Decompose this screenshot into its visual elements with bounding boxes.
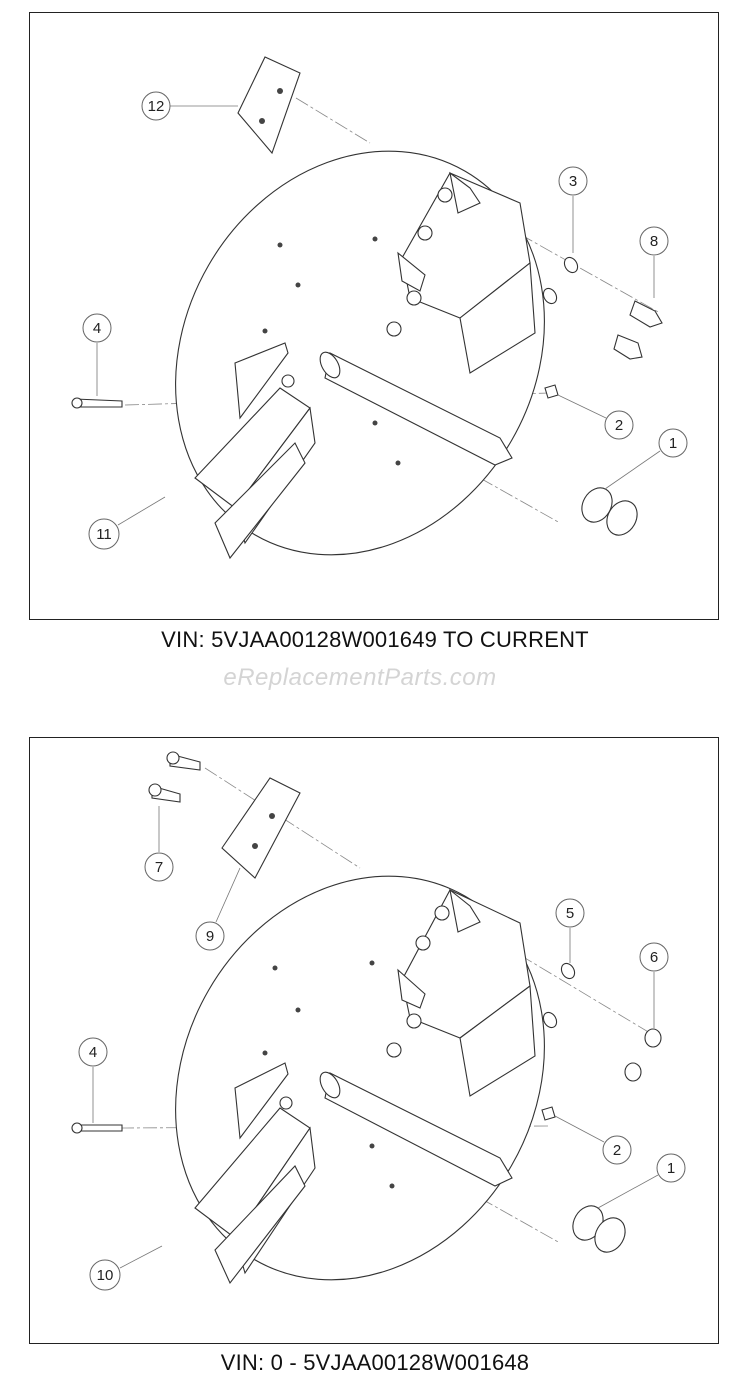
callout-1: 1 xyxy=(604,428,688,490)
hole xyxy=(372,420,378,426)
callout-3: 3 xyxy=(558,166,588,253)
exploded-view-bottom: 7 9 5 6 4 2 1 xyxy=(71,751,686,1291)
callout-2: 2 xyxy=(557,394,634,440)
blade-slot xyxy=(234,1062,289,1140)
bolt-head xyxy=(417,225,433,241)
callout-2: 2 xyxy=(554,1115,632,1165)
svg-text:11: 11 xyxy=(96,526,112,543)
svg-text:12: 12 xyxy=(148,98,165,115)
callout-8: 8 xyxy=(639,226,669,298)
hole xyxy=(389,1183,395,1189)
washer xyxy=(542,1011,558,1029)
caption-bottom: VIN: 0 - 5VJAA00128W001648 xyxy=(220,1350,530,1375)
hole xyxy=(369,960,375,966)
pin xyxy=(279,1096,293,1110)
set-screw xyxy=(544,384,559,399)
retaining-ring xyxy=(594,1217,626,1253)
bolt xyxy=(629,300,663,328)
bolt-head xyxy=(71,1122,83,1134)
caption-top: VIN: 5VJAA00128W001649 TO CURRENT xyxy=(161,627,589,652)
hole xyxy=(262,328,268,334)
washer xyxy=(563,256,579,274)
hole xyxy=(295,1007,301,1013)
callout-6: 6 xyxy=(639,942,669,1028)
hole xyxy=(369,1143,375,1149)
hole xyxy=(372,236,378,242)
hole xyxy=(277,88,283,94)
svg-text:6: 6 xyxy=(650,949,658,966)
hole xyxy=(395,460,401,466)
svg-text:9: 9 xyxy=(206,928,214,945)
shaft-end xyxy=(319,1071,341,1099)
lower-blade-rear xyxy=(214,1165,306,1285)
hole xyxy=(277,242,283,248)
svg-text:4: 4 xyxy=(93,320,101,337)
bracket-fin xyxy=(397,968,426,1009)
svg-text:8: 8 xyxy=(650,233,658,250)
pin xyxy=(281,374,295,388)
set-screw xyxy=(541,1106,556,1121)
assembly-line xyxy=(295,97,371,144)
upper-bracket-side xyxy=(459,984,536,1097)
shaft xyxy=(324,1072,513,1187)
callout-7: 7 xyxy=(144,806,174,882)
bolt-head xyxy=(166,751,180,765)
svg-text:1: 1 xyxy=(669,435,677,452)
bolt-head xyxy=(386,1042,402,1058)
diagram-panel-bottom: 7 9 5 6 4 2 1 xyxy=(29,737,719,1344)
upper-bracket-side xyxy=(459,261,536,374)
callout-5: 5 xyxy=(555,898,585,963)
hole xyxy=(252,843,258,849)
callout-10: 10 xyxy=(89,1245,163,1291)
retaining-ring xyxy=(606,500,638,536)
hole xyxy=(262,1050,268,1056)
svg-text:2: 2 xyxy=(615,417,623,434)
svg-text:7: 7 xyxy=(155,859,163,876)
bracket-fin xyxy=(397,251,426,292)
nut xyxy=(644,1028,662,1048)
hole xyxy=(259,118,265,124)
svg-text:5: 5 xyxy=(566,905,574,922)
exploded-view-top: 12 3 8 4 2 1 11 xyxy=(71,56,688,560)
nut xyxy=(624,1062,642,1082)
bolt-head xyxy=(434,905,450,921)
bracket-fin xyxy=(449,888,481,933)
hole xyxy=(269,813,275,819)
part-12-plate xyxy=(237,56,301,155)
hole xyxy=(272,965,278,971)
bolt-head xyxy=(437,187,453,203)
bolt-head xyxy=(415,935,431,951)
shaft xyxy=(324,352,513,466)
bolt-head xyxy=(386,321,402,337)
callout-4: 4 xyxy=(82,313,112,396)
svg-text:4: 4 xyxy=(89,1044,97,1061)
bolt-head xyxy=(71,397,83,409)
svg-text:1: 1 xyxy=(667,1160,675,1177)
blade-slot xyxy=(234,342,289,420)
callout-1: 1 xyxy=(597,1153,686,1209)
diagram-panel-top: 12 3 8 4 2 1 11 xyxy=(29,12,719,620)
svg-text:3: 3 xyxy=(569,173,577,190)
washer xyxy=(542,287,558,305)
callout-4: 4 xyxy=(78,1037,108,1123)
svg-text:10: 10 xyxy=(97,1267,114,1284)
bolt-head xyxy=(406,290,422,306)
hole xyxy=(295,282,301,288)
disc-plate xyxy=(175,875,545,1281)
disc-plate xyxy=(175,150,545,556)
washer xyxy=(560,962,576,980)
shaft-end xyxy=(319,351,341,379)
callout-12: 12 xyxy=(141,91,238,121)
lower-blade-rear xyxy=(214,442,306,560)
svg-text:2: 2 xyxy=(613,1142,621,1159)
watermark: eReplacementParts.com xyxy=(223,664,497,691)
callout-9: 9 xyxy=(195,867,241,951)
bolt-head xyxy=(148,783,162,797)
bolt-head xyxy=(406,1013,422,1029)
bracket-fin xyxy=(449,171,481,214)
callout-11: 11 xyxy=(88,496,166,550)
bolt xyxy=(613,334,643,360)
part-9-plate xyxy=(221,777,301,879)
